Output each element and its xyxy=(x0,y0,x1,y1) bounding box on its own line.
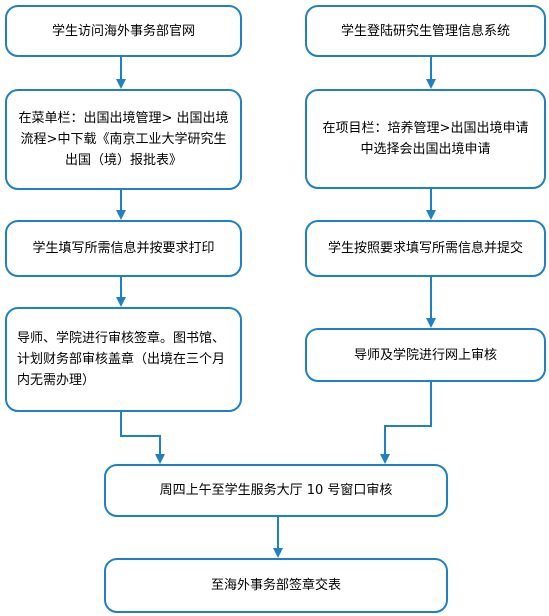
step-fill-submit: 学生按照要求填写所需信息并提交 xyxy=(305,220,546,277)
step-menu-download: 在菜单栏：出国出境管理> 出国出境流程>中下载《南京工业大学研究生出国（境）报批… xyxy=(5,89,242,190)
step-final-stamp-label: 至海外事务部签章交表 xyxy=(210,578,341,593)
step-window-review-label: 周四上午至学生服务大厅 10 号窗口审核 xyxy=(159,483,393,498)
step-login-system: 学生登陆研究生管理信息系统 xyxy=(305,5,546,57)
step-online-review-label: 导师及学院进行网上审核 xyxy=(353,347,497,363)
step-offline-review-label: 导师、学院进行审核签章。图书馆、计划财务部审核盖章（出境在三个月内无需办理） xyxy=(17,331,226,388)
step-login-system-label: 学生登陆研究生管理信息系统 xyxy=(340,23,510,39)
step-project-apply-label: 在项目栏：培养管理>出国出境申请中选择会出国出境申请 xyxy=(322,121,529,157)
step-fill-submit-label: 学生按照要求填写所需信息并提交 xyxy=(327,241,523,256)
step-window-review: 周四上午至学生服务大厅 10 号窗口审核 xyxy=(104,464,448,517)
step-menu-download-label: 在菜单栏：出国出境管理> 出国出境流程>中下载《南京工业大学研究生出国（境）报批… xyxy=(18,111,229,168)
step-visit-site: 学生访问海外事务部官网 xyxy=(5,5,242,57)
step-project-apply: 在项目栏：培养管理>出国出境申请中选择会出国出境申请 xyxy=(305,89,546,189)
step-offline-review: 导师、学院进行审核签章。图书馆、计划财务部审核盖章（出境在三个月内无需办理） xyxy=(5,307,242,412)
step-fill-print: 学生填写所需信息并按要求打印 xyxy=(5,220,242,277)
step-fill-print-label: 学生填写所需信息并按要求打印 xyxy=(32,241,215,256)
arrow-online-to-window xyxy=(380,381,432,464)
arrow-offline-to-window xyxy=(120,411,165,464)
step-final-stamp: 至海外事务部签章交表 xyxy=(104,558,448,613)
step-online-review: 导师及学院进行网上审核 xyxy=(305,328,546,382)
step-visit-site-label: 学生访问海外事务部官网 xyxy=(51,23,195,39)
